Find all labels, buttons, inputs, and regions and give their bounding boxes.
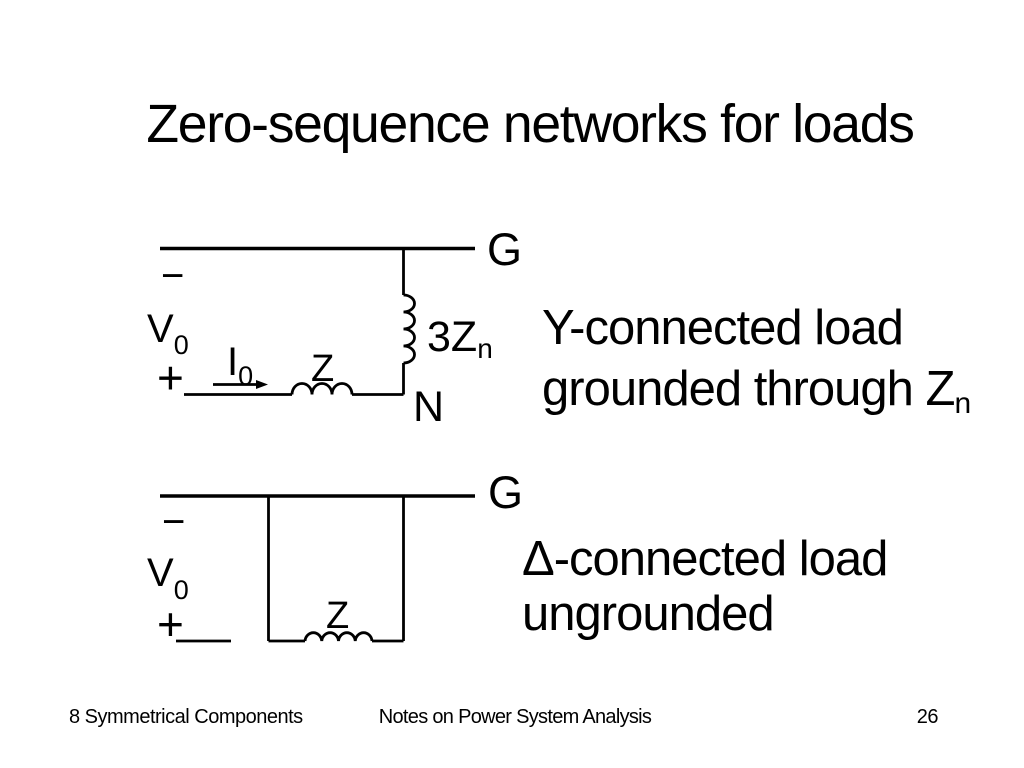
ground-impedance-label: 3Zn — [427, 313, 493, 364]
footer-page-number: 26 — [916, 706, 939, 728]
series-impedance-label: Z — [311, 348, 334, 390]
slide-title: Zero-sequence networks for loads — [146, 95, 915, 154]
voltage-label: V0 — [147, 551, 189, 605]
footer-document-title: Notes on Power System Analysis — [378, 706, 652, 728]
current-arrow-head — [256, 380, 268, 389]
ground-node-label: G — [487, 224, 522, 275]
caption-line: grounded through Zn — [542, 362, 972, 420]
source-minus-sign: − — [161, 254, 184, 298]
caption-line: Δ-connected load — [522, 532, 888, 586]
footer-section-title: 8 Symmetrical Components — [69, 706, 303, 728]
series-impedance-coil — [303, 631, 374, 642]
ground-node-label: G — [488, 467, 523, 518]
series-impedance-label: Z — [326, 595, 349, 637]
y-load-circuit: G 3Zn − V0 + I0 Z N — [147, 224, 522, 431]
series-impedance-coil — [290, 382, 354, 395]
current-label: I0 — [227, 340, 253, 391]
neutral-node-label: N — [413, 383, 444, 431]
voltage-label: V0 — [147, 307, 189, 360]
delta-load-circuit: G Z − V0 + — [147, 467, 523, 650]
source-plus-sign: + — [157, 352, 184, 404]
caption-line: Y-connected load — [542, 301, 904, 355]
source-minus-sign: − — [162, 500, 185, 544]
caption-line: ungrounded — [522, 587, 775, 641]
delta-load-caption: Δ-connected load ungrounded — [522, 532, 888, 642]
ground-impedance-coil — [403, 293, 416, 365]
y-load-caption: Y-connected load grounded through Zn — [542, 298, 971, 426]
